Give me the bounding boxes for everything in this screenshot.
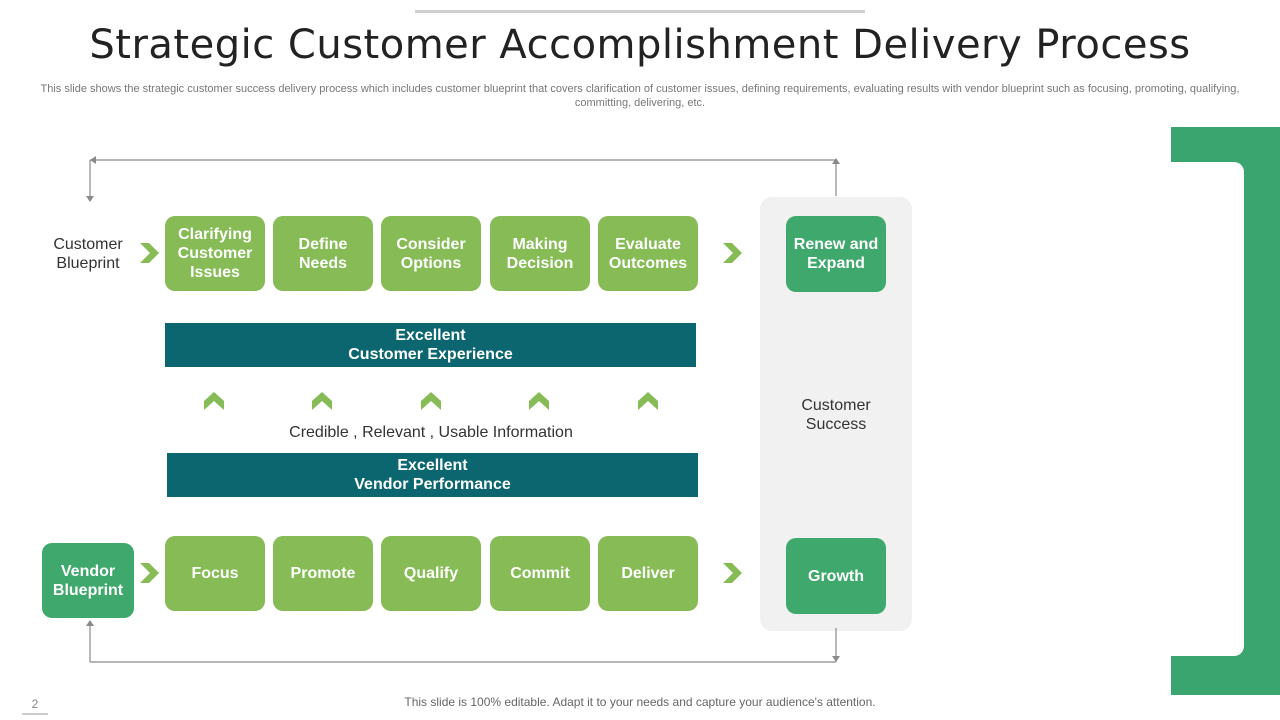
- usable-information-text: Credible , Relevant , Usable Information: [289, 424, 573, 441]
- side-bracket-inner: [1171, 162, 1244, 656]
- chevron-right-icon: [140, 563, 159, 583]
- page-title: Strategic Customer Accomplishment Delive…: [89, 22, 1191, 68]
- chevron-up-icon: [421, 392, 441, 410]
- step-deliver: Deliver: [598, 536, 698, 611]
- step-qualify: Qualify: [381, 536, 481, 611]
- chevron-right-icon: [723, 563, 742, 583]
- chevron-right-icon: [723, 243, 742, 263]
- page-number: 2: [22, 697, 48, 715]
- step-focus: Focus: [165, 536, 265, 611]
- page-subtitle: This slide shows the strategic customer …: [40, 83, 1240, 109]
- down-arrowhead-icon: [86, 196, 94, 202]
- customer-success-label: Customer Success: [801, 397, 871, 433]
- up-arrowhead-icon: [832, 158, 840, 164]
- top-left-arrowhead-icon: [90, 156, 96, 164]
- chevron-right-icon: [140, 243, 159, 263]
- vendor-blueprint-box: Vendor Blueprint: [42, 543, 134, 618]
- renew-and-expand-box: Renew and Expand: [786, 216, 886, 292]
- down-arrowhead-icon-bottom: [832, 656, 840, 662]
- growth-box: Growth: [786, 538, 886, 614]
- chevron-up-icon: [529, 392, 549, 410]
- chevron-up-icon: [204, 392, 224, 410]
- step-define-needs: Define Needs: [273, 216, 373, 291]
- customer-blueprint-label: Customer Blueprint: [53, 236, 123, 272]
- chevron-up-icon: [312, 392, 332, 410]
- vendor-performance-bar: Excellent Vendor Performance: [167, 453, 698, 497]
- up-arrowhead-icon-bottom: [86, 620, 94, 626]
- footer-note: This slide is 100% editable. Adapt it to…: [404, 695, 876, 709]
- step-evaluate-outcomes: Evaluate Outcomes: [598, 216, 698, 291]
- step-promote: Promote: [273, 536, 373, 611]
- step-clarifying-customer-issues: Clarifying Customer Issues: [165, 216, 265, 291]
- top-rule: [415, 10, 865, 13]
- customer-experience-bar: Excellent Customer Experience: [165, 323, 696, 367]
- chevron-up-icon: [638, 392, 658, 410]
- step-making-decision: Making Decision: [490, 216, 590, 291]
- step-consider-options: Consider Options: [381, 216, 481, 291]
- step-commit: Commit: [490, 536, 590, 611]
